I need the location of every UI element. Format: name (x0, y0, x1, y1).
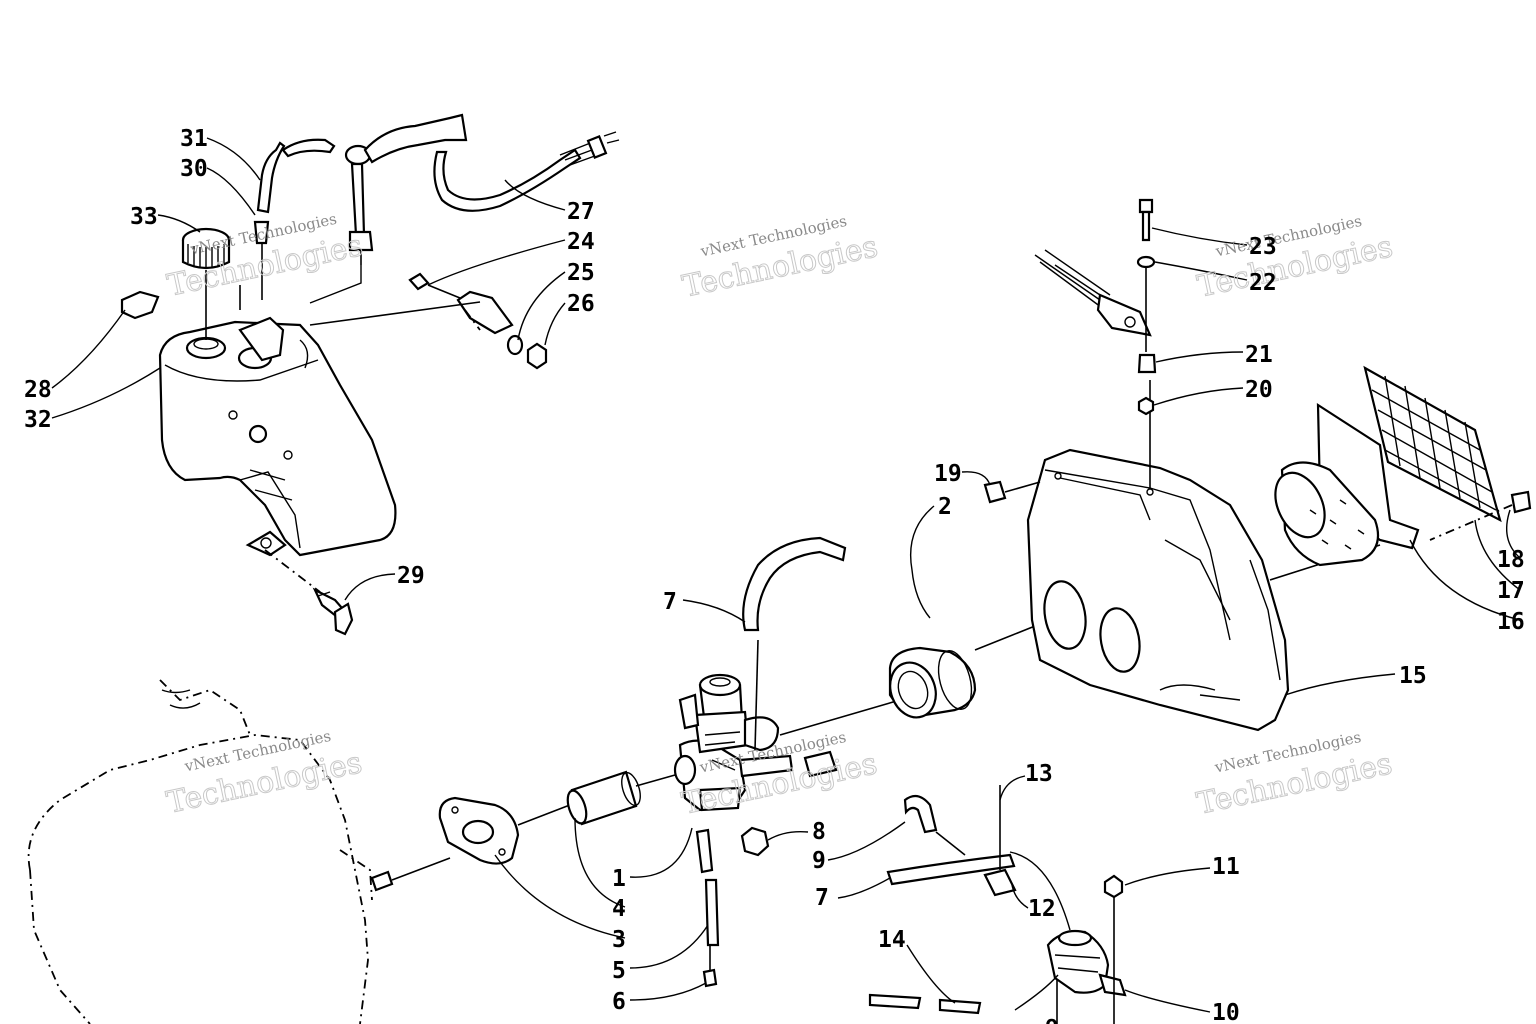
label-7-lower: 7 (815, 885, 829, 911)
label-25: 25 (567, 260, 595, 286)
carb-nut (740, 826, 770, 857)
label-14: 14 (878, 927, 906, 953)
label-13: 13 (1025, 761, 1053, 787)
label-24: 24 (567, 229, 595, 255)
label-9: 9 (812, 848, 826, 874)
label-2: 2 (938, 494, 952, 520)
label-22: 22 (1249, 270, 1277, 296)
tank-pad (120, 290, 160, 320)
carb-sleeve (566, 770, 641, 826)
label-30: 30 (180, 156, 208, 182)
label-5: 5 (612, 958, 626, 984)
fuel-hose-upper (742, 536, 847, 632)
label-28: 28 (24, 377, 52, 403)
label-26: 26 (567, 291, 595, 317)
hose-clamp-9 (903, 794, 966, 856)
tank-bracket-hardware (309, 272, 548, 370)
label-11: 11 (1212, 854, 1240, 880)
vent-tubes (239, 138, 336, 310)
label-20: 20 (1245, 377, 1273, 403)
level-sender-and-hose (309, 113, 620, 304)
oil-tank-assembly (158, 316, 397, 557)
pump-nut (1103, 874, 1124, 899)
label-9-bottom: 9 (1045, 1016, 1059, 1024)
leader-lines (51, 137, 1521, 1013)
label-16: 16 (1497, 609, 1525, 635)
silencer-fasteners (1136, 198, 1157, 416)
label-7-upper: 7 (663, 589, 677, 615)
engine-outline (27, 679, 451, 1024)
label-4: 4 (612, 896, 626, 922)
intake-flange (438, 796, 520, 865)
part-number-labels: 31 30 33 27 24 25 26 28 32 29 23 22 21 2… (24, 126, 1525, 1024)
label-32: 32 (24, 407, 52, 433)
watermark-6: vNext Technologies Technologies (1193, 728, 1395, 822)
label-21: 21 (1245, 342, 1273, 368)
air-screen (1363, 365, 1532, 541)
air-intake-tube (1274, 402, 1420, 567)
intake-boot (888, 646, 977, 719)
label-29: 29 (397, 563, 425, 589)
carburetor (673, 673, 838, 812)
label-8: 8 (812, 819, 826, 845)
fuel-line-lower (695, 828, 720, 988)
label-19: 19 (934, 461, 962, 487)
drain-fitting (264, 549, 354, 636)
label-1: 1 (612, 866, 626, 892)
label-23: 23 (1249, 234, 1277, 260)
label-15: 15 (1399, 663, 1427, 689)
label-27: 27 (567, 199, 595, 225)
label-6: 6 (612, 989, 626, 1015)
label-33: 33 (130, 204, 158, 230)
fuel-pump (1046, 929, 1127, 997)
label-18: 18 (1497, 547, 1525, 573)
air-silencer-box (1026, 448, 1290, 732)
filler-cap (181, 227, 231, 340)
clip (983, 480, 1007, 504)
label-12: 12 (1028, 896, 1056, 922)
label-3: 3 (612, 927, 626, 953)
pump-bracket (983, 785, 1017, 897)
label-10: 10 (1212, 1000, 1240, 1024)
fuel-hose-lower (886, 853, 1016, 886)
label-17: 17 (1497, 578, 1525, 604)
watermark-3: vNext Technologies Technologies (1194, 212, 1396, 305)
wiring-connector (1034, 249, 1152, 337)
label-31: 31 (180, 126, 208, 152)
fuel-line-14 (868, 993, 922, 1010)
watermark-2: vNext Technologies Technologies (679, 212, 881, 305)
